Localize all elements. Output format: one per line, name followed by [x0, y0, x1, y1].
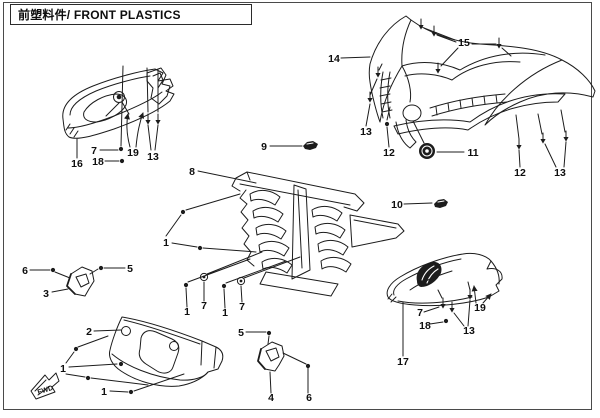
bolt-fastener — [562, 130, 570, 143]
fwd-label: FWD — [37, 385, 54, 397]
fastener-dot — [50, 267, 56, 273]
part-front-fender-left — [62, 65, 175, 164]
bolt-fastener — [515, 138, 523, 151]
fastener-dot — [98, 265, 104, 271]
callout-1-24: 1 — [60, 363, 66, 375]
callout-18-2: 18 — [92, 156, 104, 168]
callout-5-21: 5 — [127, 263, 133, 275]
callout-11-9: 11 — [467, 147, 478, 159]
callout-8-14: 8 — [189, 166, 195, 178]
callout-13-31: 13 — [463, 325, 475, 337]
callout-15-6: 15 — [458, 37, 470, 49]
callout-17-33: 17 — [397, 356, 409, 368]
bolt-fastener — [154, 113, 162, 126]
part-bracket-3 — [29, 265, 126, 297]
callout-5-26: 5 — [238, 327, 244, 339]
part-clip-10 — [403, 199, 448, 208]
bolt-fastener — [495, 37, 503, 50]
part-center-grille — [165, 170, 405, 297]
bolt-fastener — [539, 132, 547, 145]
callout-7-29: 7 — [417, 307, 423, 319]
callout-6-28: 6 — [306, 392, 312, 404]
callout-16-0: 16 — [71, 158, 83, 170]
callout-7-1: 7 — [91, 145, 97, 157]
callout-18-30: 18 — [419, 320, 431, 332]
part-front-fender-right — [386, 252, 503, 357]
callout-19-32: 19 — [474, 302, 486, 314]
callout-13-11: 13 — [554, 167, 566, 179]
callout-9-12: 9 — [261, 141, 267, 153]
callout-12-10: 12 — [514, 167, 526, 179]
part-lower-front-panel — [65, 316, 224, 395]
bolt-fastener — [434, 62, 442, 75]
fastener-dot — [119, 158, 125, 164]
title-box: 前塑料件/ FRONT PLASTICS — [10, 4, 252, 25]
fastener-dot — [128, 389, 134, 395]
part-front-nose-panel — [340, 15, 596, 168]
fastener-dot — [266, 330, 272, 336]
bolt-fastener — [448, 301, 456, 314]
callout-1-18: 1 — [222, 307, 228, 319]
part-bracket-4 — [245, 330, 311, 394]
fastener-dot — [180, 209, 186, 215]
callout-19-3: 19 — [127, 147, 139, 159]
callout-1-15: 1 — [163, 237, 169, 249]
callout-10-13: 10 — [391, 199, 403, 211]
fastener-dot — [118, 361, 124, 367]
part-clip-9 — [269, 141, 318, 150]
callout-1-16: 1 — [184, 306, 190, 318]
callout-14-5: 14 — [328, 53, 340, 65]
callout-12-8: 12 — [383, 147, 395, 159]
callout-13-7: 13 — [360, 126, 372, 138]
part-emblem-cap — [419, 143, 435, 159]
bolt-fastener — [439, 297, 447, 310]
fastener-dot — [384, 121, 390, 127]
fastener-dot — [305, 363, 311, 369]
callout-4-27: 4 — [268, 392, 274, 404]
callout-1-25: 1 — [101, 386, 107, 398]
callout-3-22: 3 — [43, 288, 49, 300]
fastener-dot — [118, 146, 124, 152]
fastener-dot — [73, 346, 79, 352]
callout-6-20: 6 — [22, 265, 28, 277]
fwd-direction-symbol: FWD — [30, 372, 60, 400]
fastener-dot — [197, 245, 203, 251]
callout-7-19: 7 — [239, 301, 245, 313]
callout-2-23: 2 — [86, 326, 92, 338]
fastener-dot — [221, 283, 227, 289]
fastener-dot — [443, 318, 449, 324]
callout-7-17: 7 — [201, 300, 207, 312]
page-title: 前塑料件/ FRONT PLASTICS — [18, 8, 181, 22]
callout-13-4: 13 — [147, 151, 159, 163]
fastener-row — [183, 251, 301, 309]
fastener-dot — [183, 282, 189, 288]
fastener-dot — [85, 375, 91, 381]
